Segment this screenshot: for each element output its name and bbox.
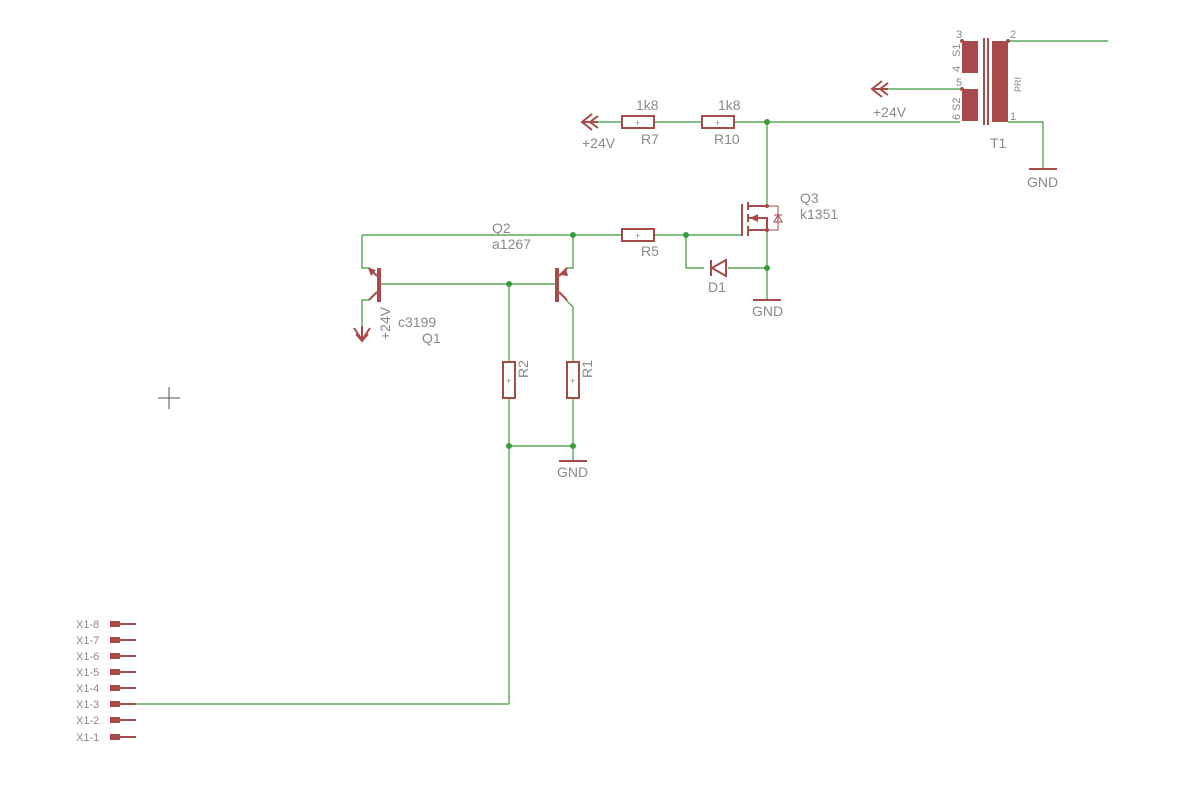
resistor-r10[interactable]: + 1k8 R10: [701, 97, 741, 147]
connector-pin-x1-1[interactable]: X1-1: [76, 732, 136, 744]
r2-name: R2: [515, 360, 531, 378]
svg-text:+: +: [506, 376, 511, 386]
r7-name: R7: [641, 131, 659, 147]
q1-value: c3199: [398, 314, 436, 330]
gnd-symbol-r[interactable]: GND: [557, 460, 588, 480]
t1-pin5: 5: [956, 77, 962, 89]
t1-s1: S1: [951, 44, 963, 57]
connector-pin-x1-2[interactable]: X1-2: [76, 715, 136, 727]
svg-text:+: +: [715, 118, 720, 128]
r10-value: 1k8: [718, 97, 741, 113]
q2-name: Q2: [492, 220, 511, 236]
svg-text:+: +: [635, 231, 640, 241]
svg-text:X1-6: X1-6: [76, 651, 99, 663]
t1-s2: S2: [951, 98, 963, 111]
connector-x1[interactable]: X1-8 X1-7 X1-6 X1-5 X1-4 X1-3: [76, 619, 136, 744]
svg-text:X1-5: X1-5: [76, 667, 99, 679]
transistor-q1[interactable]: c3199 Q1: [368, 267, 441, 346]
transistor-q2[interactable]: Q2 a1267: [492, 220, 568, 302]
supply-top-label: +24V: [873, 104, 907, 120]
transformer-t1[interactable]: 3 5 2 1 4 S1 6 S2 PRI T1: [951, 29, 1023, 151]
connector-pin-x1-6[interactable]: X1-6: [76, 651, 136, 663]
gnd-t1-label: GND: [1027, 174, 1058, 190]
connector-pin-x1-4[interactable]: X1-4: [76, 683, 136, 695]
t1-pin3: 3: [956, 29, 962, 41]
resistor-r5[interactable]: + R5: [621, 228, 659, 259]
wires: [136, 40, 1108, 705]
connector-pin-x1-5[interactable]: X1-5: [76, 667, 136, 679]
r1-name: R1: [579, 360, 595, 378]
resistor-r2[interactable]: + R2: [502, 360, 531, 399]
svg-text:X1-7: X1-7: [76, 635, 99, 647]
r10-name: R10: [714, 131, 740, 147]
supply-24v-top[interactable]: +24V: [870, 80, 907, 120]
resistor-r7[interactable]: + 1k8 R7: [621, 97, 659, 147]
svg-text:X1-3: X1-3: [76, 699, 99, 711]
connector-pin-x1-7[interactable]: X1-7: [76, 635, 136, 647]
connector-pin-x1-3[interactable]: X1-3: [76, 699, 136, 711]
r7-value: 1k8: [636, 97, 659, 113]
supply-q1-label: +24V: [377, 306, 393, 340]
svg-text:X1-1: X1-1: [76, 732, 99, 744]
junctions: [506, 119, 770, 449]
gnd-q3-label: GND: [752, 303, 783, 319]
mosfet-q3[interactable]: Q3 k1351: [741, 190, 838, 236]
q3-value: k1351: [800, 206, 838, 222]
t1-pin1: 1: [1010, 111, 1016, 123]
t1-pin6: 6: [951, 114, 963, 120]
t1-pin4: 4: [951, 66, 963, 72]
gnd-symbol-q3[interactable]: GND: [752, 299, 783, 319]
svg-text:+: +: [570, 376, 575, 386]
diode-d1[interactable]: D1: [708, 258, 727, 295]
svg-text:X1-8: X1-8: [76, 619, 99, 631]
supply-24v-q1[interactable]: +24V: [353, 306, 393, 343]
gnd-symbol-t1[interactable]: GND: [1027, 168, 1058, 190]
gnd-r-label: GND: [557, 464, 588, 480]
connector-pin-x1-8[interactable]: X1-8: [76, 619, 136, 631]
q3-name: Q3: [800, 190, 819, 206]
d1-name: D1: [708, 279, 726, 295]
resistor-r1[interactable]: + R1: [566, 360, 595, 399]
q2-value: a1267: [492, 236, 531, 252]
crosshair-cursor-icon: [158, 387, 180, 409]
svg-text:X1-2: X1-2: [76, 715, 99, 727]
q1-name: Q1: [422, 330, 441, 346]
supply-24v-left[interactable]: +24V: [580, 113, 616, 151]
svg-text:X1-4: X1-4: [76, 683, 99, 695]
svg-text:+: +: [635, 118, 640, 128]
supply-left-label: +24V: [582, 135, 616, 151]
t1-pri: PRI: [1013, 77, 1023, 92]
r5-name: R5: [641, 243, 659, 259]
t1-pin2: 2: [1010, 29, 1016, 41]
t1-name: T1: [990, 135, 1007, 151]
